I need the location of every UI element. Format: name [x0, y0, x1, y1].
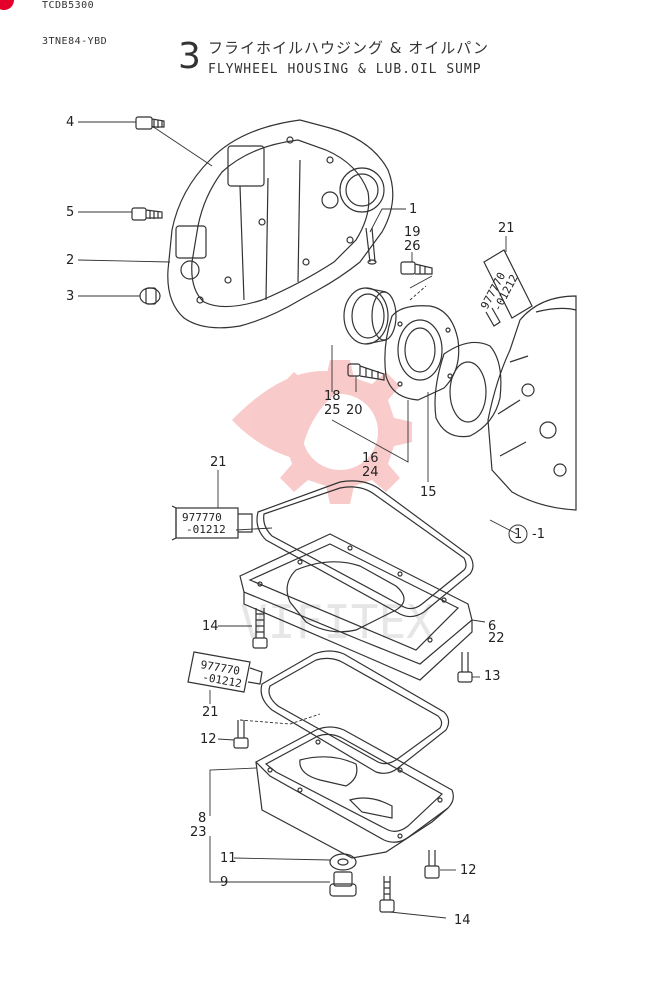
bolt-19 [400, 261, 433, 275]
callout-26: 26 [404, 239, 421, 254]
plug-3 [139, 287, 161, 305]
callout-18: 18 [324, 389, 341, 404]
watermark-text: VIFITEX [240, 595, 434, 649]
callout-11: 11 [220, 851, 237, 866]
callout-21-lower: 21 [202, 705, 219, 720]
washer-11 [329, 853, 357, 871]
model-code: 3TNE84-YBD [42, 36, 108, 47]
oil-seal-18 [343, 287, 397, 345]
title-english: FLYWHEEL HOUSING & LUB.OIL SUMP [208, 62, 482, 77]
callout-1: 1 [409, 202, 418, 217]
sealant-tube-1 [483, 249, 533, 327]
callout-3: 3 [66, 289, 75, 304]
drain-plug-9 [329, 871, 357, 897]
callout-20: 20 [346, 403, 363, 418]
callout-9: 9 [220, 875, 229, 890]
callout-22: 22 [488, 631, 505, 646]
callout-ref-circle-1: 1 [514, 527, 523, 542]
bolt-13 [457, 652, 473, 683]
callout-4: 4 [66, 115, 75, 130]
oil-pan-lower-8 [255, 726, 454, 859]
bolt-4 [135, 116, 165, 130]
doc-code-top: TCDB5300 [42, 0, 95, 11]
callout-14-lower: 14 [454, 913, 471, 928]
callout-15: 15 [420, 485, 437, 500]
sealant-tube-3 [187, 651, 263, 693]
callout-21-top: 21 [498, 221, 515, 236]
callout-19: 19 [404, 225, 421, 240]
callout-5: 5 [66, 205, 75, 220]
engine-block-partial [487, 295, 577, 511]
flywheel-housing [167, 119, 394, 329]
callout-8: 8 [198, 811, 207, 826]
callout-ref-1-number: 1 [536, 527, 545, 542]
watermark-logo [232, 360, 412, 504]
gasket-15 [434, 341, 502, 438]
leader-lines [77, 121, 518, 919]
gasket-lower [260, 650, 450, 774]
reference-circle [508, 524, 528, 544]
callout-23: 23 [190, 825, 207, 840]
gasket-upper [256, 480, 474, 618]
callout-ref-1: -1 [532, 527, 545, 542]
callout-16: 16 [362, 451, 379, 466]
callout-2: 2 [66, 253, 75, 268]
corner-badge [0, 0, 14, 10]
section-number: 3 [178, 36, 201, 77]
callout-25: 25 [324, 403, 341, 418]
callout-12-upper: 12 [200, 732, 217, 747]
sealant-tube-2 [171, 505, 253, 541]
bolt-12-upper [233, 720, 249, 749]
sealant-label-2-line2: -01212 [186, 523, 226, 536]
sealant-label-2-line1: 977770 [182, 511, 222, 524]
title-japanese: フライホイルハウジング & オイルパン [208, 39, 489, 57]
sealant-label-1: 977770 -01212 [478, 270, 521, 313]
bolt-20 [347, 363, 385, 381]
oil-pan-upper-6 [239, 533, 473, 681]
callout-21-mid: 21 [210, 455, 227, 470]
bolt-12-lower [424, 850, 440, 879]
callout-6: 6 [488, 619, 497, 634]
callout-24: 24 [362, 465, 379, 480]
dowel-pin-1 [365, 227, 377, 265]
bolt-14-upper [252, 608, 268, 649]
bolt-14-lower [379, 876, 395, 913]
callout-12-lower: 12 [460, 863, 477, 878]
callout-13: 13 [484, 669, 501, 684]
bolt-5 [131, 207, 163, 221]
callout-14-upper: 14 [202, 619, 219, 634]
